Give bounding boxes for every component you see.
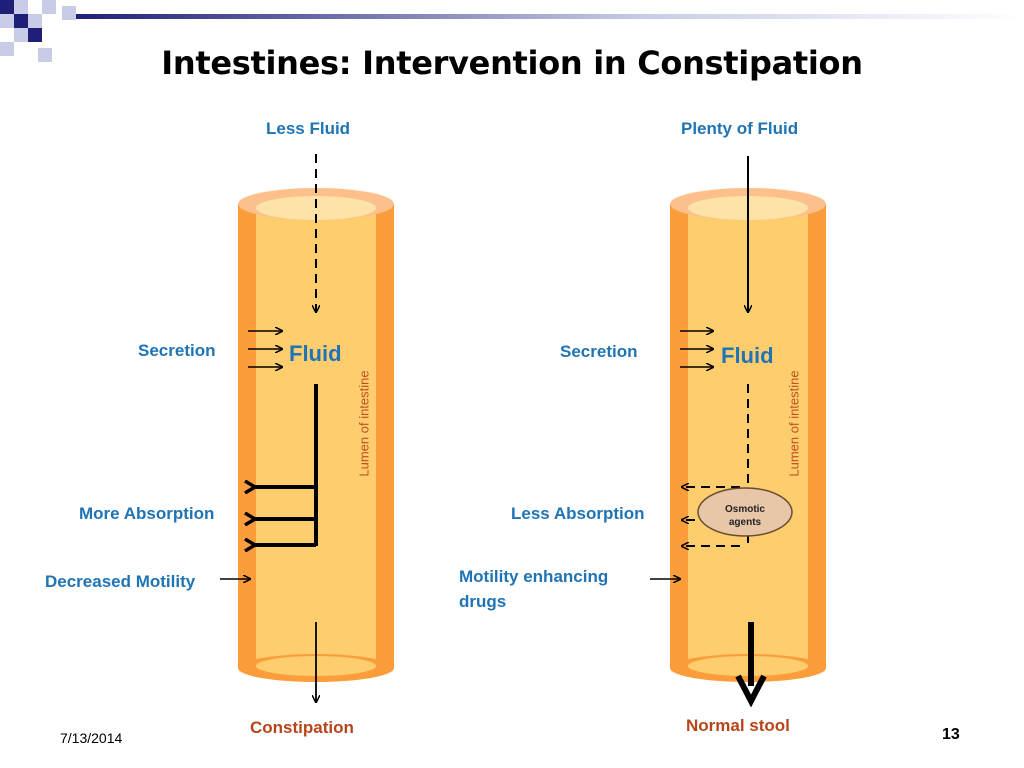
header-gradient-bar [76, 14, 1024, 19]
right-result-label: Normal stool [686, 716, 790, 735]
left-lumen-label: Lumen of intestine [356, 370, 372, 477]
right-motility-label: Motility enhancing drugs [459, 564, 608, 614]
osmotic-agents-label: Osmotic agents [715, 503, 775, 529]
osmotic-line-2: agents [728, 517, 762, 528]
motility-line-2: drugs [459, 592, 507, 611]
left-motility-label: Decreased Motility [45, 572, 196, 591]
osmotic-agents-ellipse [697, 487, 793, 537]
page-title: Intestines: Intervention in Constipation [161, 44, 863, 82]
motility-line-1: Motility enhancing [459, 567, 609, 586]
right-absorption-label: Less Absorption [511, 504, 645, 523]
page-number: 13 [942, 726, 960, 743]
footer-date: 7/13/2014 [60, 730, 123, 746]
right-secretion-label: Secretion [560, 342, 638, 361]
left-absorption-label: More Absorption [79, 504, 215, 523]
left-fluid-label: Fluid [289, 341, 342, 366]
right-lumen-label: Lumen of intestine [786, 370, 802, 477]
left-top-label: Less Fluid [266, 119, 351, 138]
right-top-label: Plenty of Fluid [681, 119, 799, 138]
left-result-label: Constipation [250, 718, 354, 737]
right-output-arrowhead [735, 674, 767, 708]
left-secretion-label: Secretion [138, 341, 216, 360]
osmotic-line-1: Osmotic [724, 504, 765, 515]
right-fluid-label: Fluid [721, 343, 774, 368]
